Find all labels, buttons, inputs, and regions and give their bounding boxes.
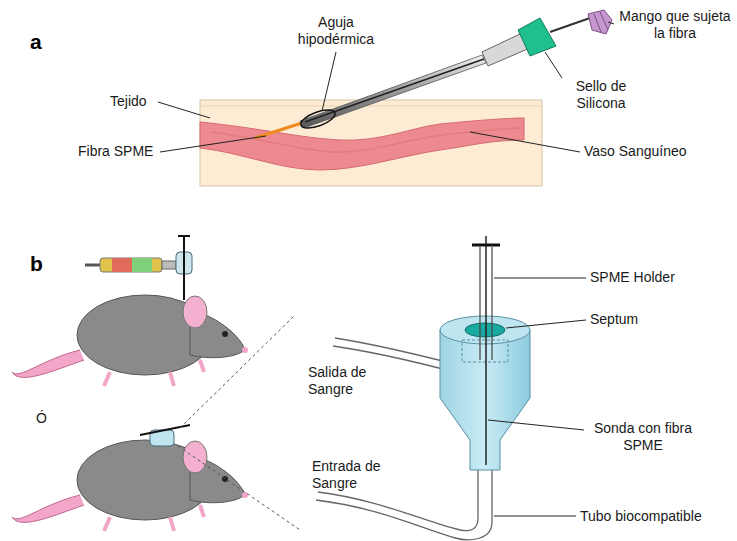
blood-vessel: [200, 118, 524, 170]
spme-fiber: [255, 122, 305, 138]
part-label: Salida de Sangre: [308, 364, 388, 398]
part-label: Entrada de Sangre: [312, 458, 396, 492]
leader-lines-b: [488, 278, 586, 516]
panel-letter: a: [30, 33, 50, 50]
part-label: Fibra SPME: [78, 143, 162, 160]
syringe: [85, 236, 192, 300]
tissue: [200, 100, 542, 186]
zoom-lines: [178, 315, 300, 530]
panel-letter: b: [30, 255, 50, 272]
part-label: SPME Holder: [590, 269, 700, 286]
rat-lower: [12, 425, 248, 531]
part-label: Septum: [590, 311, 670, 328]
part-label: Vaso Sanguíneo: [584, 143, 704, 160]
part-label: Mango que sujeta la fibra: [616, 8, 734, 42]
rat-upper: [12, 295, 248, 386]
entry-ellipse: [299, 106, 338, 131]
probe-housing: [440, 316, 530, 470]
part-label: Sonda con fibra SPME: [588, 420, 698, 454]
part-label: Sello de Silicona: [556, 78, 646, 112]
part-label: Tejido: [110, 93, 160, 110]
connector-word: Ó: [36, 410, 56, 427]
silicone-seal: [518, 18, 556, 56]
leader-lines: [158, 22, 614, 152]
hypodermic-needle: [300, 55, 486, 128]
part-label: Aguja hipodérmica: [288, 14, 384, 48]
part-label: Tubo biocompatible: [580, 508, 720, 525]
spme-holder: [472, 236, 500, 465]
